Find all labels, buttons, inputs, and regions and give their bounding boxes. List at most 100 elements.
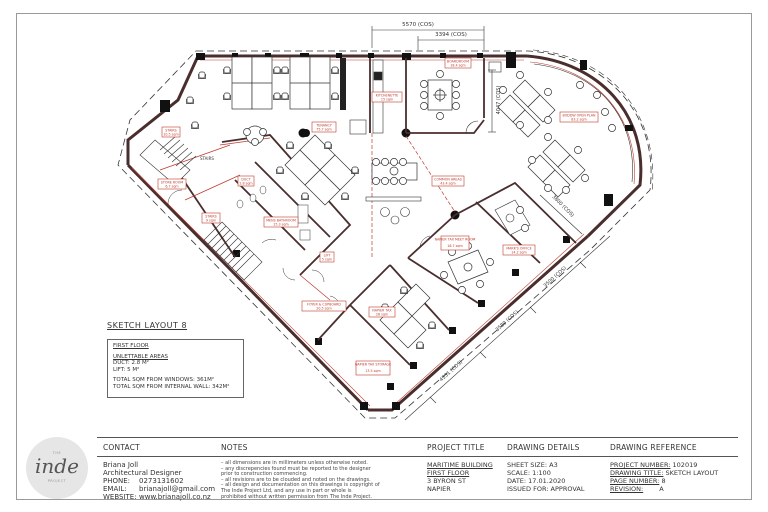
email-label: EMAIL: xyxy=(103,485,127,493)
svg-text:5 sqm: 5 sqm xyxy=(322,258,332,262)
project-street: 3 BYRON ST xyxy=(427,477,466,485)
svg-text:NAPIER TAX: NAPIER TAX xyxy=(372,309,392,313)
contact-website[interactable]: www.brianajoll.co.nz xyxy=(139,493,211,501)
room-label-store-room: STORE ROOM 6.7 sqm xyxy=(157,178,187,190)
svg-text:TENANCY: TENANCY xyxy=(315,124,333,128)
revision: A xyxy=(659,485,664,493)
scale: SCALE: 1:100 xyxy=(507,469,551,477)
stairs-lower xyxy=(203,221,263,281)
svg-text:10.5 sqm: 10.5 sqm xyxy=(163,133,178,137)
svg-text:14.2 sqm: 14.2 sqm xyxy=(511,251,526,255)
notes-heading: NOTES xyxy=(221,443,248,452)
dim-top-inner: 3394 (COS) xyxy=(435,32,467,38)
contact-heading: CONTACT xyxy=(103,443,140,452)
desk-cluster-diagonal xyxy=(284,134,356,206)
svg-text:BODDW OPEN PLAN: BODDW OPEN PLAN xyxy=(563,114,597,118)
project-floor: FIRST FLOOR xyxy=(427,469,470,477)
bathroom-fixtures xyxy=(236,185,311,241)
contact-block: Briana Joll Architectural Designer PHONE… xyxy=(103,461,218,501)
svg-text:MARK'S OFFICE: MARK'S OFFICE xyxy=(506,247,531,251)
date: DATE: 17.01.2020 xyxy=(507,477,566,485)
diagonal-dimensions xyxy=(404,194,611,421)
drawing-title: SKETCH LAYOUT xyxy=(665,469,719,477)
website-label: WEBSITE: xyxy=(103,493,137,501)
room-label-stairs-upper: STAIRS 10.5 sqm xyxy=(161,126,181,138)
floor-plan: 5570 (COS) 3394 (COS) xyxy=(117,22,654,421)
svg-text:STORE ROOM: STORE ROOM xyxy=(161,181,184,185)
svg-text:18.4 sqm: 18.4 sqm xyxy=(450,64,465,68)
dim-diag-2: 3589 (COS) xyxy=(495,309,520,333)
total-from-windows: TOTAL SQM FROM WINDOWS: 361M² xyxy=(113,377,215,383)
contact-email[interactable]: brianajoll@gmail.com xyxy=(139,485,216,493)
desk-cluster-1 xyxy=(231,56,331,110)
top-dimensions xyxy=(371,26,485,50)
curved-glazing xyxy=(532,49,654,193)
svg-text:16.7 sqm: 16.7 sqm xyxy=(447,244,462,248)
room-label-marks-office: MARK'S OFFICE 14.2 sqm xyxy=(502,244,536,256)
room-label-napier-tax-storage: NAPIER TAX STORAGE 13.5 sqm xyxy=(355,360,391,376)
open-plan-desks xyxy=(497,79,586,198)
title-block: CONTACT NOTES PROJECT TITLE DRAWING DETA… xyxy=(97,437,738,501)
duct-area: DUCT: 2.8 M² xyxy=(113,360,149,366)
note-line: – all revisions are to be clouded and no… xyxy=(221,476,371,483)
project-building: MARITIME BUILDING xyxy=(427,461,493,469)
contact-role: Architectural Designer xyxy=(103,469,182,477)
svg-text:DUCT: DUCT xyxy=(241,178,251,182)
title-block-top-rule xyxy=(97,437,738,438)
note-line: prior to construction commencing. xyxy=(221,471,308,478)
svg-text:MENS BATHROOM: MENS BATHROOM xyxy=(266,219,296,223)
svg-text:20.5 sqm: 20.5 sqm xyxy=(316,307,331,311)
svg-text:2.8 sqm: 2.8 sqm xyxy=(239,182,252,186)
room-label-duct: DUCT 2.8 sqm xyxy=(237,175,255,187)
svg-text:6.7 sqm: 6.7 sqm xyxy=(165,185,178,189)
note-line: – all design and documentation on this d… xyxy=(221,482,380,489)
inde-project-logo: THE inde PROJECT xyxy=(26,437,88,499)
page-number: 8 xyxy=(661,477,666,485)
project-city: NAPIER xyxy=(427,485,451,493)
room-label-meet-room: NAPIER TAX MEET ROOM 16.7 sqm xyxy=(435,235,476,251)
drawing-sheet-border xyxy=(16,13,752,500)
stairs-text: STAIRS xyxy=(200,156,214,161)
drawing-title-label: DRAWING TITLE: xyxy=(610,469,664,477)
room-label-common-areas: COMMON AREAS 43.4 sqm xyxy=(431,175,465,187)
site-boundary-dashed xyxy=(117,50,652,419)
room-label-open-plan: BODDW OPEN PLAN 83.2 sqm xyxy=(559,111,599,123)
boardroom-table xyxy=(427,79,453,111)
room-label-lift: LIFT 5 sqm xyxy=(319,251,335,263)
page-number-label: PAGE NUMBER: xyxy=(610,477,660,485)
napier-tax-desks xyxy=(379,283,431,349)
unlettable-heading: UNLETTABLE AREAS xyxy=(113,353,169,360)
floor-label: FIRST FLOOR xyxy=(113,343,149,349)
room-label-boardroom: BOARDROOM 18.4 sqm xyxy=(444,57,472,69)
svg-text:NAPIER TAX STORAGE: NAPIER TAX STORAGE xyxy=(355,363,391,367)
dim-top-outer: 5570 (COS) xyxy=(402,22,434,28)
svg-text:75.7 sqm: 75.7 sqm xyxy=(316,128,331,132)
drawing-details-block: SHEET SIZE: A3 SCALE: 1:100 DATE: 17.01.… xyxy=(507,461,584,493)
total-from-internal-wall: TOTAL SQM FROM INTERNAL WALL: 342M² xyxy=(113,383,230,390)
project-title-heading: PROJECT TITLE xyxy=(427,443,485,452)
dim-marks-office: 3800 (COS) xyxy=(550,194,575,219)
svg-text:15 sqm: 15 sqm xyxy=(381,98,393,102)
drawing-details-heading: DRAWING DETAILS xyxy=(507,443,580,452)
room-label-foyer: FOYER & CUPBOARD 20.5 sqm xyxy=(301,300,347,312)
logo-main-text: inde xyxy=(35,454,79,478)
svg-text:LIFT: LIFT xyxy=(324,254,332,258)
svg-text:9 sqm: 9 sqm xyxy=(206,219,216,223)
svg-text:NAPIER TAX MEET ROOM: NAPIER TAX MEET ROOM xyxy=(435,238,476,242)
svg-text:KITCHENETTE: KITCHENETTE xyxy=(376,94,398,98)
lift-area: LIFT: 5 M² xyxy=(113,366,140,373)
title-block-mid-rule xyxy=(97,456,738,457)
svg-text:43.4 sqm: 43.4 sqm xyxy=(440,182,455,186)
marks-office-furniture xyxy=(494,199,531,236)
sheet-size: SHEET SIZE: A3 xyxy=(507,461,558,469)
cabinet-bank xyxy=(340,58,346,110)
drawing-reference-heading: DRAWING REFERENCE xyxy=(610,443,697,452)
svg-text:15.3 sqm: 15.3 sqm xyxy=(273,223,288,227)
room-label-tenancy: TENANCY 75.7 sqm xyxy=(311,121,337,133)
dim-diag-3: 4331 (COS) xyxy=(439,359,464,383)
svg-text:STAIRS: STAIRS xyxy=(205,215,216,219)
logo-bottom-text: PROJECT xyxy=(47,479,67,483)
svg-text:COMMON AREAS: COMMON AREAS xyxy=(434,178,462,182)
logo-top-text: THE xyxy=(52,451,62,455)
bench xyxy=(365,196,422,202)
